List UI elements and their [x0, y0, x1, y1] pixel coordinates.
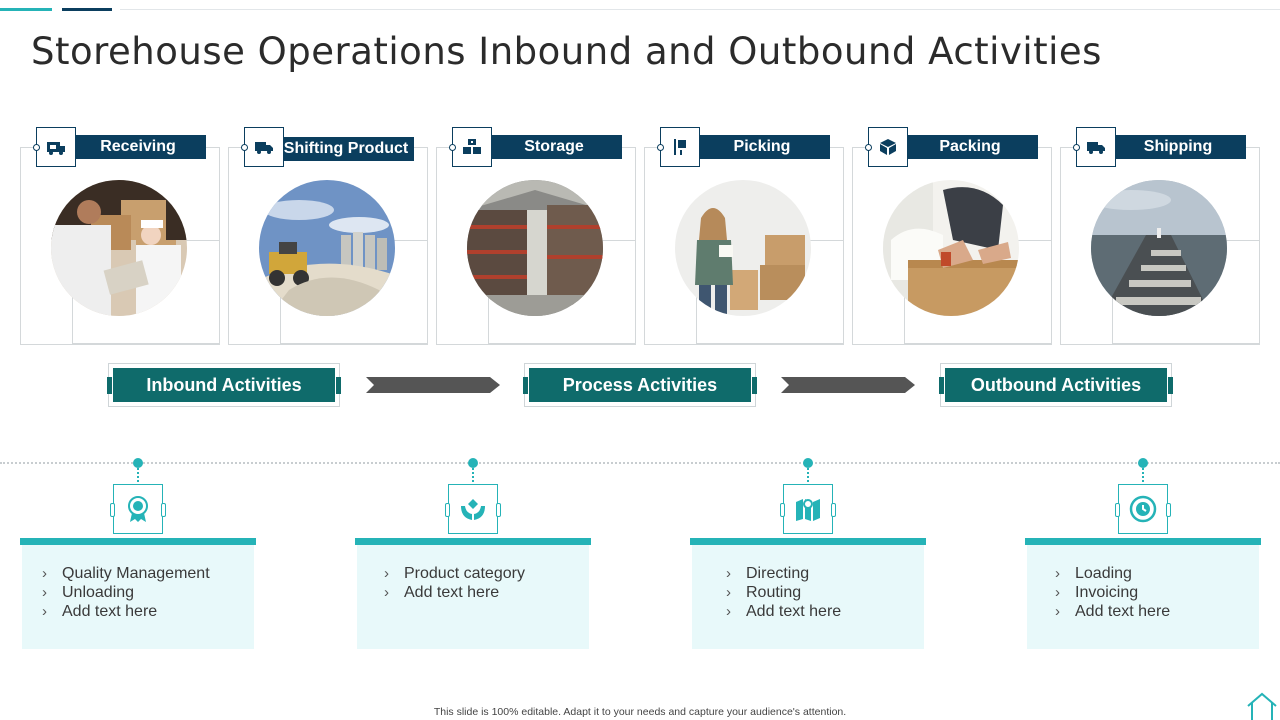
shifting-product-photo — [259, 180, 395, 316]
column-accent-bar — [20, 538, 256, 545]
stage-card-storage: Storage — [436, 127, 636, 347]
stage-label-shifting-product: Shifting Product — [278, 137, 414, 161]
column-process-directing: ›Directing ›Routing ›Add text here — [690, 458, 926, 650]
column-panel: ›Quality Management ›Unloading ›Add text… — [22, 545, 254, 649]
outbound-activities-label: Outbound Activities — [945, 368, 1167, 402]
timeline-divider — [0, 462, 1280, 464]
column-panel: ›Directing ›Routing ›Add text here — [692, 545, 924, 649]
list-item: ›Loading — [1055, 565, 1132, 582]
column-panel: ›Product category ›Add text here — [357, 545, 589, 649]
list-item: ›Quality Management — [42, 565, 210, 582]
stage-label-packing: Packing — [902, 135, 1038, 159]
top-divider — [120, 9, 1280, 10]
list-item: ›Directing — [726, 565, 810, 582]
column-process-category: ›Product category ›Add text here — [355, 458, 591, 650]
inbound-activities-box: Inbound Activities — [107, 363, 341, 407]
top-accent-teal — [0, 8, 52, 11]
column-inbound-quality: ›Quality Management ›Unloading ›Add text… — [20, 458, 256, 650]
storage-photo — [467, 180, 603, 316]
list-item: ›Add text here — [42, 603, 158, 620]
stage-label-picking: Picking — [694, 135, 830, 159]
stage-card-picking: Picking — [644, 127, 844, 347]
timeline-pin — [1138, 458, 1148, 468]
package-icon — [865, 127, 908, 167]
footer-note: This slide is 100% editable. Adapt it to… — [433, 706, 847, 718]
hands-care-icon — [445, 484, 501, 534]
clock-time-icon — [1115, 484, 1171, 534]
shipping-photo — [1091, 180, 1227, 316]
stage-card-shifting-product: Shifting Product — [228, 127, 428, 347]
column-accent-bar — [1025, 538, 1261, 545]
list-item: ›Add text here — [384, 584, 500, 601]
outbound-activities-box: Outbound Activities — [939, 363, 1173, 407]
picking-photo — [675, 180, 811, 316]
list-item: ›Unloading — [42, 584, 135, 601]
inbound-activities-label: Inbound Activities — [113, 368, 335, 402]
receiving-photo — [51, 180, 187, 316]
timeline-pin — [133, 458, 143, 468]
list-item: ›Add text here — [726, 603, 842, 620]
process-activities-label: Process Activities — [529, 368, 751, 402]
timeline-pin — [803, 458, 813, 468]
arrow-right-icon — [366, 377, 500, 393]
process-activities-box: Process Activities — [523, 363, 757, 407]
stage-label-receiving: Receiving — [70, 135, 206, 159]
picking-icon — [657, 127, 700, 167]
column-outbound-loading: ›Loading ›Invoicing ›Add text here — [1025, 458, 1261, 650]
list-item: ›Add text here — [1055, 603, 1171, 620]
column-panel: ›Loading ›Invoicing ›Add text here — [1027, 545, 1259, 649]
map-location-icon — [780, 484, 836, 534]
timeline-pin — [468, 458, 478, 468]
packing-photo — [883, 180, 1019, 316]
stage-card-receiving: Receiving — [20, 127, 220, 347]
truck-icon — [1073, 127, 1116, 167]
arrow-right-icon — [781, 377, 915, 393]
award-badge-icon — [110, 484, 166, 534]
column-accent-bar — [355, 538, 591, 545]
top-accent-navy — [62, 8, 112, 11]
truck-icon — [241, 127, 284, 167]
home-icon[interactable] — [1245, 692, 1279, 720]
list-item: ›Product category — [384, 565, 525, 582]
receiving-icon — [33, 127, 76, 167]
list-item: ›Invoicing — [1055, 584, 1139, 601]
stage-label-storage: Storage — [486, 135, 622, 159]
column-accent-bar — [690, 538, 926, 545]
stage-card-shipping: Shipping — [1060, 127, 1260, 347]
stage-label-shipping: Shipping — [1110, 135, 1246, 159]
stage-card-packing: Packing — [852, 127, 1052, 347]
list-item: ›Routing — [726, 584, 802, 601]
storage-boxes-icon — [449, 127, 492, 167]
slide-title: Storehouse Operations Inbound and Outbou… — [31, 30, 1102, 73]
